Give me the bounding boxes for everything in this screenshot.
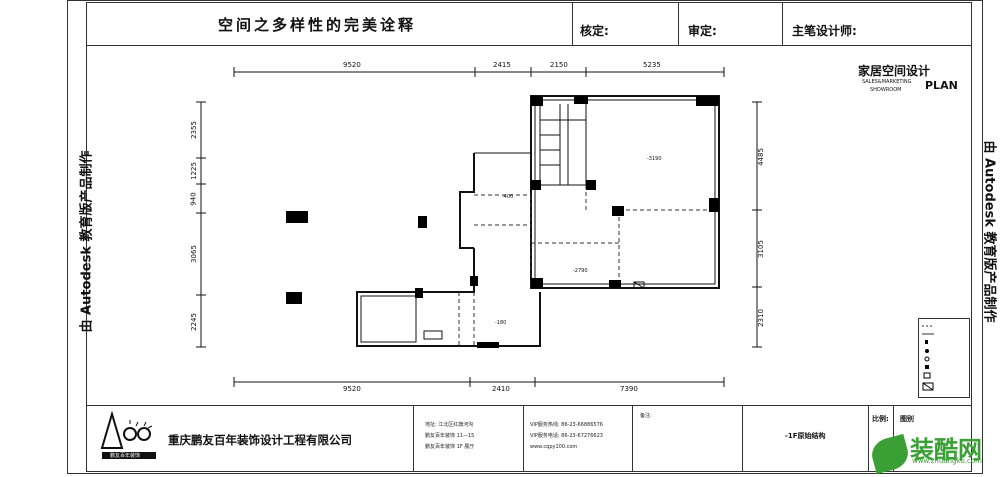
scale-label: 比例: (872, 415, 889, 423)
drawing-name: -1F原始结构 (785, 432, 826, 440)
tb-divider-3 (632, 405, 633, 472)
company-logo-icon (100, 410, 156, 459)
designer-label: 主笔设计师: (792, 24, 857, 38)
level-3190: -3190 (647, 156, 662, 162)
header-divider-3 (782, 2, 783, 46)
address-3: 鹏友百年装饰 1F 展厅 (425, 444, 475, 450)
check-label: 核定: (580, 24, 609, 38)
dim-left-5: 2245 (189, 313, 198, 331)
level-400: -400 (502, 194, 514, 200)
tb-divider-1 (413, 405, 414, 472)
address-1: 地址: 江北区红旗河沟 (425, 422, 474, 428)
level-180: -180 (495, 320, 507, 326)
contact-3: www.cqpy100.com (530, 444, 578, 450)
dim-right-2: 3105 (756, 240, 765, 258)
watermark-url: www.zhuangku.com (912, 457, 982, 465)
address-2: 鹏友百年装饰 11—15 (425, 433, 475, 439)
dim-bottom-2: 2410 (492, 385, 510, 393)
page-title: 空间之多样性的完美诠释 (218, 16, 417, 34)
outer-frame (67, 0, 983, 474)
dim-left-1: 2355 (189, 121, 198, 139)
level-2790: -2790 (573, 268, 588, 274)
company-name: 重庆鹏友百年装饰设计工程有限公司 (168, 433, 352, 447)
tb-divider-2 (523, 405, 524, 472)
watermark-text: 装酷网 (910, 436, 982, 464)
header-divider-1 (572, 2, 573, 46)
drawing-no-label: 图别 (900, 415, 914, 423)
tb-divider-4 (742, 405, 743, 472)
dim-left-3: 940 (189, 192, 198, 206)
dim-top-4: 5235 (643, 61, 661, 69)
logo-text: 鹏友百年装饰 (110, 453, 141, 459)
dim-bottom-1: 9520 (343, 385, 361, 393)
notes-label: 备注: (640, 413, 652, 419)
brand-plan: PLAN (925, 79, 958, 92)
brand-sub-2: SHOWROOM (870, 87, 902, 93)
dim-right-1: 4485 (756, 148, 765, 166)
dim-top-1: 9520 (343, 61, 361, 69)
dim-left-4: 3065 (189, 245, 198, 263)
dim-right-3: 2310 (756, 309, 765, 327)
legend-box (918, 318, 970, 398)
brand-sub-1: SALES&MARKETING (862, 79, 912, 85)
contact-2: VIP服务电话: 86-23-67276623 (530, 433, 603, 439)
legend-symbols (922, 325, 934, 391)
contact-1: VIP服务热线: 86-23-66886576 (530, 422, 603, 428)
dim-top-3: 2150 (550, 61, 568, 69)
inner-frame (86, 2, 972, 472)
dim-bottom-3: 7390 (620, 385, 638, 393)
title-block (86, 405, 972, 472)
tb-divider-5 (868, 405, 869, 472)
dim-top-2: 2415 (493, 61, 511, 69)
header-divider-2 (678, 2, 679, 46)
review-label: 审定: (688, 24, 717, 38)
header-row (86, 2, 972, 46)
brand-title: 家居空间设计 (858, 64, 931, 78)
dim-left-2: 1225 (189, 162, 198, 180)
